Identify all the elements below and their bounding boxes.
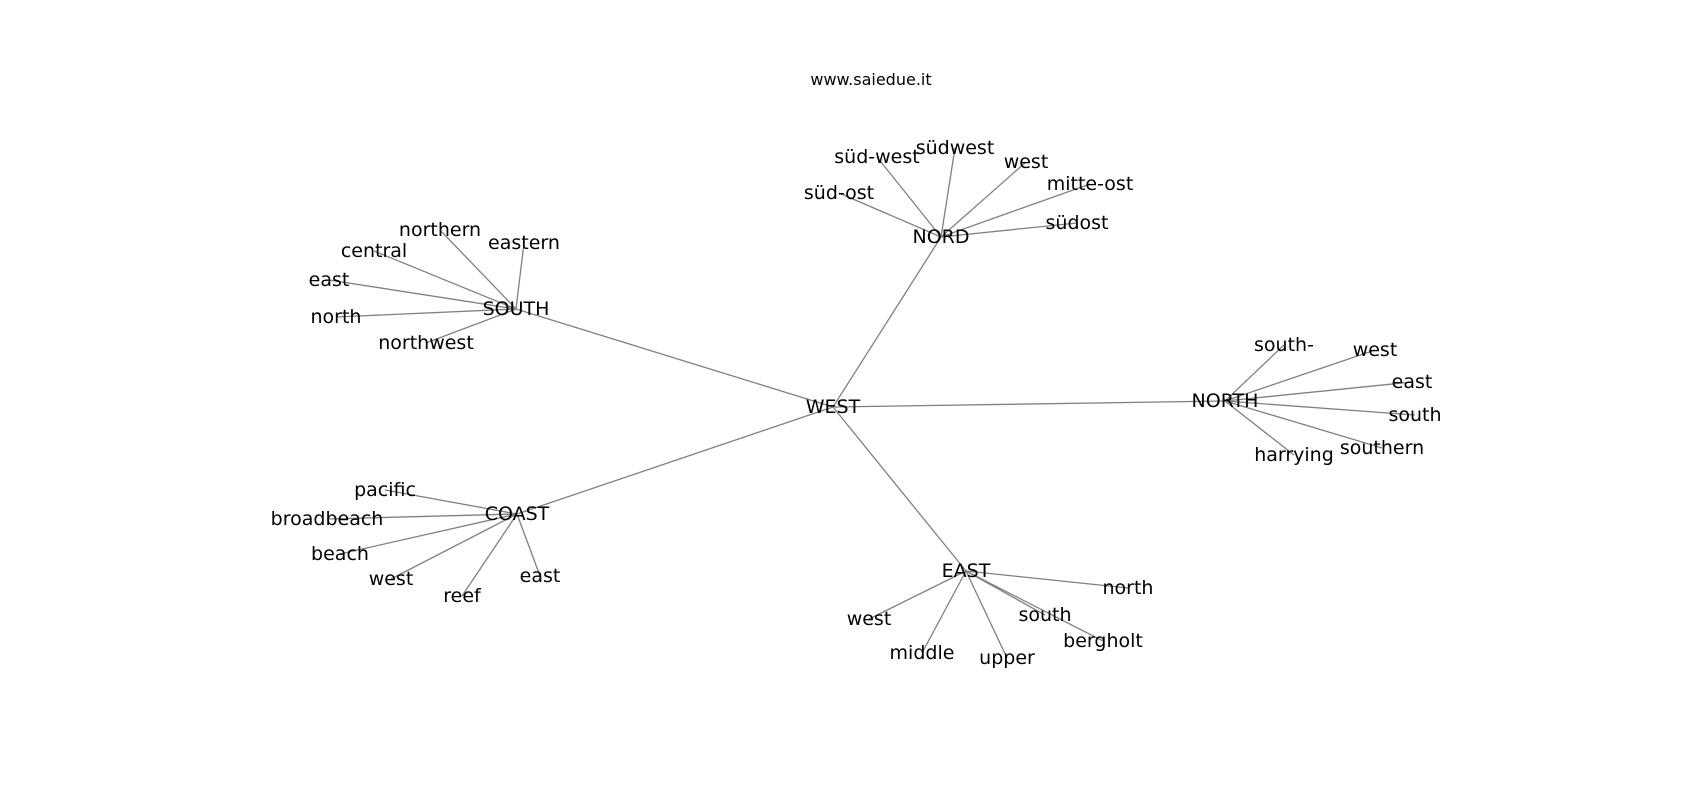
node-label-nord-sudwest: südwest [916, 137, 995, 159]
edge-west-nord [832, 236, 942, 408]
node-label-north-east: east [1392, 371, 1433, 393]
edge-west-east [832, 406, 967, 572]
node-label-nord-west: west [1004, 151, 1049, 173]
node-label-south-central: central [341, 240, 407, 262]
edge-north-south [1224, 344, 1285, 402]
node-label-east-upper: upper [979, 647, 1035, 669]
edge-north-west [1224, 349, 1376, 402]
node-label-south-east: east [309, 269, 350, 291]
edge-south-northern [439, 229, 517, 310]
node-label-east-south: south [1018, 604, 1071, 626]
node-label-north: NORTH [1192, 390, 1259, 412]
edge-coast-broadbeach [326, 513, 518, 520]
node-label-nord: NORD [913, 226, 970, 248]
node-label-north-south: south [1388, 404, 1441, 426]
node-label-east-north: north [1103, 577, 1154, 599]
edge-layer [326, 147, 1416, 659]
edge-west-south [515, 308, 834, 408]
edge-east-middle [921, 570, 967, 654]
node-label-east: EAST [942, 560, 991, 582]
edge-north-southern [1224, 400, 1383, 449]
node-label-nord-sud-ost: süd-ost [804, 182, 874, 204]
node-label-north-south: south- [1254, 334, 1314, 356]
edge-nord-sud-west [876, 156, 942, 238]
edge-east-west [868, 570, 967, 620]
edge-coast-west [390, 513, 518, 580]
edge-south-eastern [515, 242, 525, 310]
node-label-south-north: north [311, 306, 362, 328]
node-label-nord-sud-west: süd-west [834, 146, 919, 168]
edge-nord-sudost [940, 222, 1078, 238]
node-label-north-southern: southern [1340, 437, 1424, 459]
node-label-nord-sudost: südost [1046, 212, 1109, 234]
node-label-east-middle: middle [890, 642, 955, 664]
node-label-coast-beach: beach [311, 543, 369, 565]
node-label-south: SOUTH [483, 298, 550, 320]
node-label-north-west: west [1353, 339, 1398, 361]
node-label-coast-reef: reef [443, 585, 482, 607]
edge-nord-west [940, 161, 1027, 238]
watermark-text: www.saiedue.it [810, 70, 932, 89]
node-label-south-eastern: eastern [488, 232, 560, 254]
edge-west-north [832, 400, 1226, 408]
node-label-north-harrying: harrying [1254, 444, 1334, 466]
node-label-coast: COAST [485, 503, 550, 525]
edge-east-north [965, 570, 1129, 589]
edge-coast-east [516, 513, 541, 577]
edge-nord-sudwest [940, 147, 956, 238]
edge-coast-pacific [384, 489, 518, 515]
node-label-west: WEST [806, 396, 861, 418]
edge-coast-beach [339, 513, 518, 555]
edge-east-upper [965, 570, 1008, 659]
edge-south-central [373, 250, 517, 310]
edge-south-northwest [425, 308, 517, 344]
edge-south-east [328, 279, 517, 310]
edge-north-east [1224, 381, 1413, 402]
edge-north-harrying [1224, 400, 1295, 456]
node-label-east-bergholt: bergholt [1063, 630, 1143, 652]
edge-north-south [1224, 400, 1416, 416]
node-label-east-west: west [847, 608, 892, 630]
node-label-nord-mitte-ost: mitte-ost [1047, 173, 1134, 195]
node-label-layer: WESTSOUTHNORDNORTHEASTCOASTnortherneaste… [271, 137, 1442, 669]
edge-nord-mitte-ost [940, 183, 1091, 238]
edge-nord-sud-ost [838, 192, 942, 238]
edge-coast-reef [461, 513, 518, 597]
node-label-coast-west: west [369, 568, 414, 590]
node-label-south-northwest: northwest [378, 332, 474, 354]
edge-east-bergholt [965, 570, 1104, 642]
node-label-coast-east: east [520, 565, 561, 587]
node-label-coast-broadbeach: broadbeach [271, 508, 384, 530]
node-label-coast-pacific: pacific [354, 479, 416, 501]
edge-south-north [335, 308, 517, 318]
edge-west-coast [516, 406, 834, 515]
node-label-south-northern: northern [399, 219, 481, 241]
